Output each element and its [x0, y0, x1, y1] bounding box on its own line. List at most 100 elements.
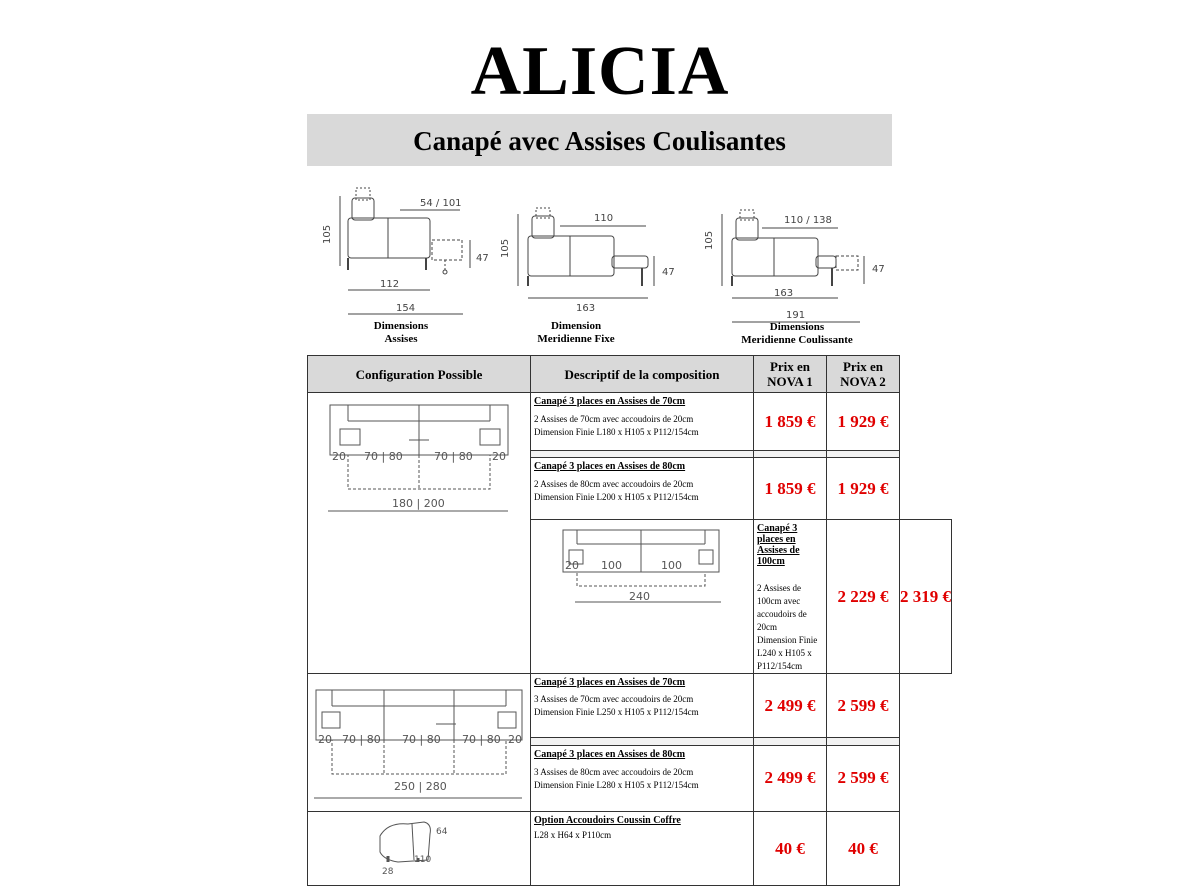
row6-price-nova1: 40 €	[753, 811, 827, 886]
diag2-top-dim: 110	[594, 213, 613, 224]
diag2-height-dim: 105	[500, 239, 511, 258]
row5-desc: Canapé 3 places en Assises de 80cm 3 Ass…	[530, 744, 754, 813]
config-image-2-seats-100: 20 100 100 240	[530, 519, 754, 674]
diag3-depth-dim: 163	[774, 288, 793, 299]
row2-price-nova1: 1 859 €	[753, 457, 827, 520]
diag3-caption-line2: Meridienne Coulissante	[741, 334, 853, 346]
diag1-seat-dim: 47	[476, 253, 489, 264]
row1-line2: Dimension Finie L180 x H105 x P112/154cm	[534, 427, 699, 437]
config3-arm-label-right: 20	[508, 733, 522, 746]
config3-seat-label-3: 70 | 80	[462, 733, 501, 746]
diag1-depth-ext-dim: 154	[396, 303, 415, 314]
row3-line1: 2 Assises de 100cm avec accoudoirs de 20…	[757, 583, 807, 632]
diagram-assises	[339, 187, 471, 315]
diag1-depth-dim: 112	[380, 279, 399, 290]
config-drawing-4: 64 110 28	[379, 821, 448, 877]
config4-height-label: 64	[436, 827, 448, 837]
config2-arm-label: 20	[565, 559, 579, 572]
row1-title: Canapé 3 places en Assises de 70cm	[534, 396, 686, 407]
row1-price-nova1: 1 859 €	[753, 392, 827, 451]
row2-title: Canapé 3 places en Assises de 80cm	[534, 461, 686, 472]
row1-price-nova2: 1 929 €	[826, 392, 900, 451]
table-row: 20 70 | 80 70 | 80 70 | 80 20 250 | 280 …	[307, 672, 952, 812]
row3-price-nova1: 2 229 €	[826, 519, 900, 674]
row2-price-nova2: 1 929 €	[826, 457, 900, 520]
row3-line2: Dimension Finie L240 x H105 x P112/154cm	[757, 635, 818, 671]
header-nova1-line1: Prix en	[769, 359, 811, 374]
config3-arm-label: 20	[318, 733, 332, 746]
config-drawing-2: 20 100 100 240	[562, 529, 721, 603]
config3-seat-label-2: 70 | 80	[402, 733, 441, 746]
diag1-top-dim: 54 / 101	[420, 198, 462, 209]
row5-price-nova1: 2 499 €	[753, 744, 827, 813]
row4-price-nova1: 2 499 €	[753, 672, 827, 739]
diag3-caption: Dimensions Meridienne Coulissante	[722, 321, 872, 347]
header-nova2-line2: NOVA 2	[840, 374, 886, 389]
row4-price-nova2: 2 599 €	[826, 672, 900, 739]
row6-line1: L28 x H64 x P110cm	[534, 830, 612, 840]
header-nova1: Prix en NOVA 1	[753, 355, 827, 393]
row-spacer	[308, 737, 952, 746]
row4-line1: 3 Assises de 70cm avec accoudoirs de 20c…	[534, 694, 694, 704]
subtitle: Canapé avec Assises Coulisantes	[413, 126, 786, 156]
row6-desc: Option Accoudoirs Coussin Coffre L28 x H…	[530, 811, 754, 886]
diag2-caption-line2: Meridienne Fixe	[537, 333, 615, 345]
config2-seat-label-right: 100	[661, 559, 682, 572]
diag3-seat-dim: 47	[872, 264, 885, 275]
subtitle-bar: Canapé avec Assises Coulisantes	[307, 114, 892, 166]
diag3-depth-ext-dim: 191	[786, 310, 805, 321]
page-title: ALICIA	[470, 33, 730, 110]
table-row: 20 70 | 80 70 | 80 20 180 | 200 Canapé 3…	[307, 392, 952, 674]
row5-line2: Dimension Finie L280 x H105 x P112/154cm	[534, 779, 699, 790]
table-row: Canapé 3 places en Assises de 80cm 3 Ass…	[308, 744, 952, 813]
diag2-caption-line1: Dimension	[550, 320, 602, 332]
header-nova2-line1: Prix en	[842, 359, 884, 374]
config2-total-label: 240	[629, 590, 650, 603]
config1-arm-label: 20	[332, 450, 346, 463]
row5-line1: 3 Assises de 80cm avec accoudoirs de 20c…	[534, 766, 694, 777]
diag2-caption: Dimension Meridienne Fixe	[515, 320, 637, 346]
header-nova2: Prix en NOVA 2	[826, 355, 900, 393]
config-drawing-1: 20 70 | 80 70 | 80 20 180 | 200	[328, 404, 509, 512]
diagram-meridienne-coulissante	[721, 209, 865, 323]
diag1-caption-line1: Dimensions	[373, 320, 429, 332]
diag3-height-dim: 105	[704, 231, 715, 250]
diag1-caption: Dimensions Assises	[350, 320, 452, 346]
diag1-height-dim: 105	[322, 225, 333, 244]
row2-line2: Dimension Finie L200 x H105 x P112/154cm	[534, 492, 699, 502]
config-image-3-seats: 20 70 | 80 70 | 80 70 | 80 20 250 | 280	[307, 673, 531, 812]
row2-desc: Canapé 3 places en Assises de 80cm 2 Ass…	[530, 457, 754, 520]
config4-depth-label: 110	[414, 855, 431, 865]
diag2-seat-dim: 47	[662, 267, 675, 278]
row4-line2: Dimension Finie L250 x H105 x P112/154cm	[534, 707, 699, 717]
config1-seat-label-left: 70 | 80	[364, 450, 403, 463]
row6-title: Option Accoudoirs Coussin Coffre	[534, 815, 681, 826]
config-image-2-seats: 20 70 | 80 70 | 80 20 180 | 200	[307, 392, 531, 674]
table-header-row: Configuration Possible Descriptif de la …	[307, 355, 952, 393]
config4-width-label: 28	[382, 867, 394, 877]
config3-total-label: 250 | 280	[394, 780, 447, 793]
config2-seat-label-left: 100	[601, 559, 622, 572]
diag1-caption-line2: Assises	[384, 333, 418, 345]
row1-line1: 2 Assises de 70cm avec accoudoirs de 20c…	[534, 414, 694, 424]
diag2-depth-dim: 163	[576, 303, 595, 314]
row4-title: Canapé 3 places en Assises de 70cm	[534, 677, 686, 688]
row3-title: Canapé 3 places en Assises de 100cm	[757, 523, 800, 567]
diag3-caption-line1: Dimensions	[769, 321, 825, 333]
row3-price-nova2: 2 319 €	[899, 519, 952, 674]
table-row: 20 100 100 240 Canapé 3 places en Assise…	[308, 519, 952, 674]
table-row: 64 110 28 Option Accoudoirs Coussin Coff…	[307, 811, 952, 886]
dimension-drawings: 54 / 101 105 47 112 154 110 105 47 163	[322, 187, 885, 323]
header-desc: Descriptif de la composition	[530, 355, 754, 393]
diag3-top-dim: 110 / 138	[784, 215, 832, 226]
row1-desc: Canapé 3 places en Assises de 70cm 2 Ass…	[530, 392, 754, 451]
dimension-diagrams: 54 / 101 105 47 112 154 110 105 47 163	[300, 186, 900, 351]
config1-arm-label-right: 20	[492, 450, 506, 463]
row6-price-nova2: 40 €	[826, 811, 900, 886]
price-table: Configuration Possible Descriptif de la …	[307, 355, 952, 886]
row5-price-nova2: 2 599 €	[826, 744, 900, 813]
header-nova1-line2: NOVA 1	[767, 374, 813, 389]
table-row: Canapé 3 places en Assises de 80cm 2 Ass…	[308, 457, 952, 520]
row4-desc: Canapé 3 places en Assises de 70cm 3 Ass…	[530, 672, 754, 739]
config3-seat-label-1: 70 | 80	[342, 733, 381, 746]
